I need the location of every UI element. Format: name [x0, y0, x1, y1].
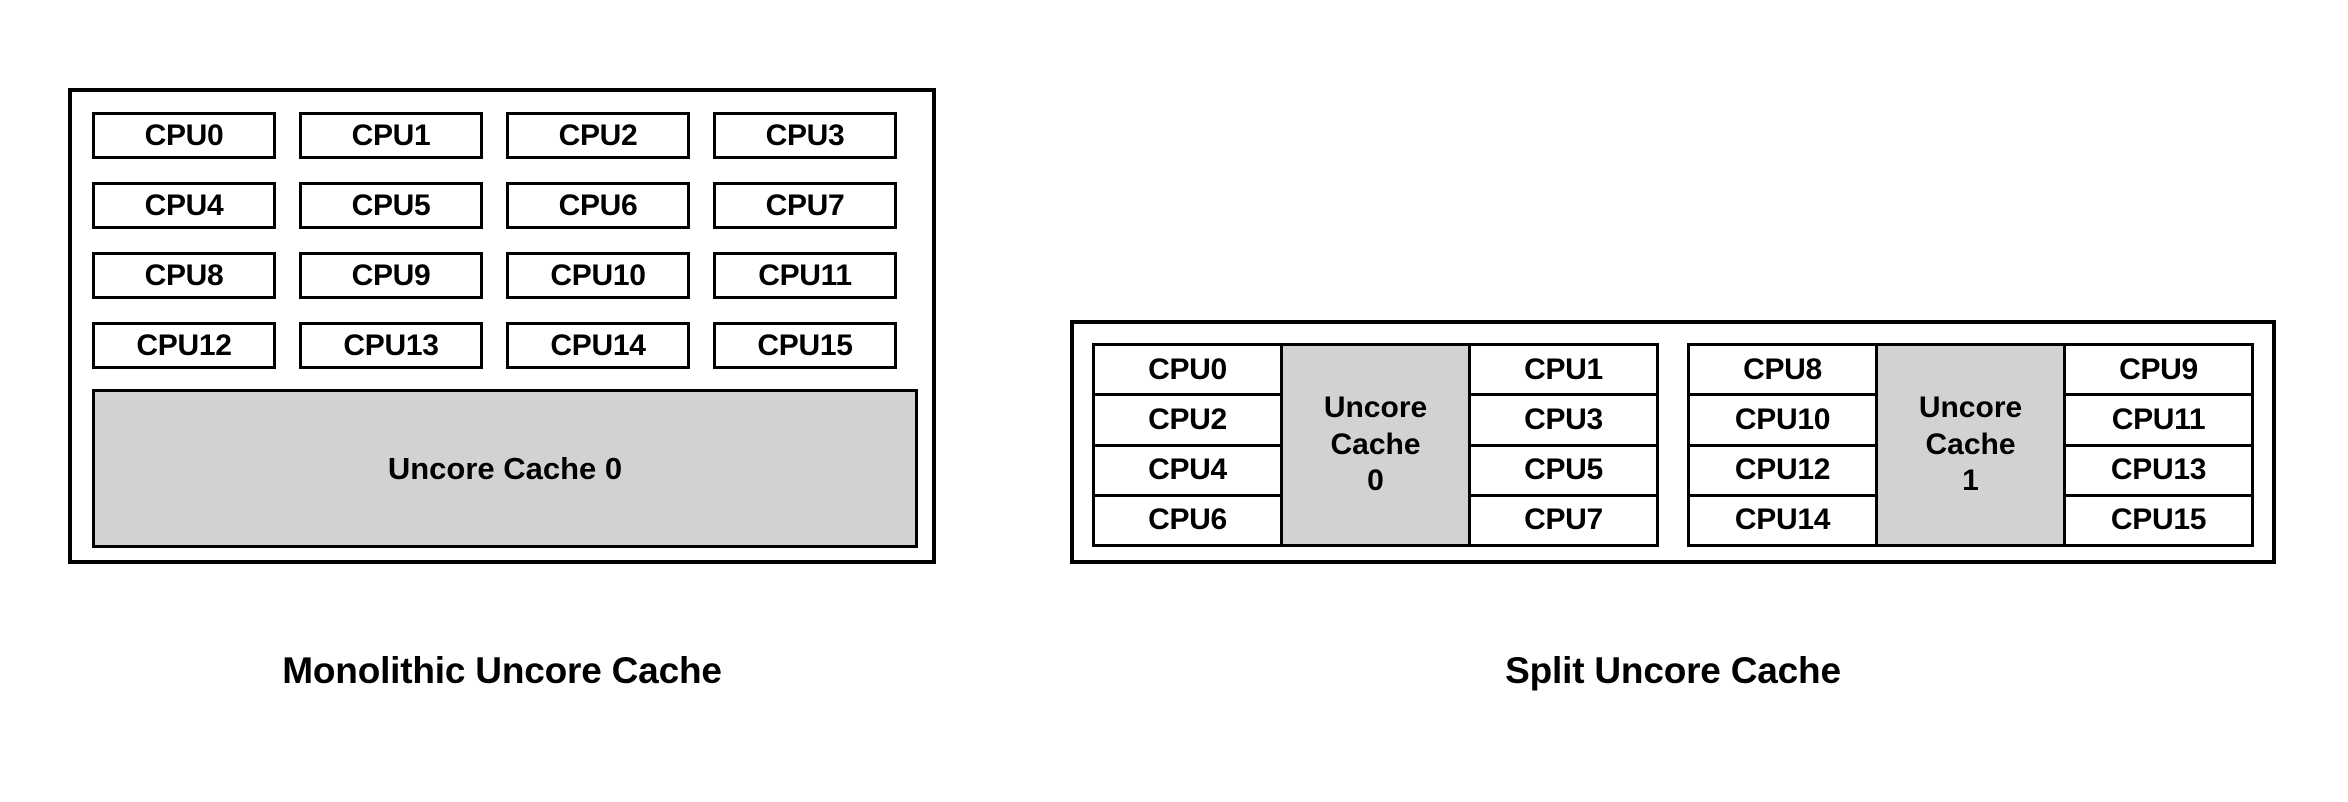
cpu-box: CPU4 — [92, 182, 276, 229]
split-left-column-1: CPU8 CPU10 CPU12 CPU14 — [1687, 343, 1878, 547]
uncore-cache-line-1: Uncore — [1918, 391, 2023, 425]
cpu-box: CPU14 — [506, 322, 690, 369]
uncore-cache-block: Uncore Cache 0 — [1280, 343, 1471, 547]
cpu-box: CPU2 — [1092, 393, 1283, 447]
cpu-box: CPU10 — [1687, 393, 1878, 447]
cpu-box: CPU9 — [2063, 343, 2254, 397]
uncore-cache-line-2: Cache — [1925, 427, 2016, 461]
split-uncore-cache-panel: CPU0 CPU2 CPU4 CPU6 Uncore Cache 0 CPU1 … — [1070, 320, 2276, 564]
cpu-box: CPU6 — [1092, 493, 1283, 547]
cpu-box: CPU13 — [2063, 443, 2254, 497]
cpu-box: CPU7 — [713, 182, 897, 229]
cpu-box: CPU3 — [1468, 393, 1659, 447]
cpu-box: CPU11 — [2063, 393, 2254, 447]
cpu-box: CPU12 — [1687, 443, 1878, 497]
cpu-box: CPU1 — [1468, 343, 1659, 397]
cpu-box: CPU3 — [713, 112, 897, 159]
uncore-cache-line-3: 0 — [1367, 464, 1384, 498]
cpu-box: CPU12 — [92, 322, 276, 369]
uncore-cache-block: Uncore Cache 0 — [92, 389, 918, 548]
split-right-column-0: CPU1 CPU3 CPU5 CPU7 — [1468, 343, 1659, 547]
uncore-cache-line-1: Uncore — [1323, 391, 1428, 425]
cpu-box: CPU13 — [299, 322, 483, 369]
uncore-cache-line-3: 1 — [1962, 464, 1979, 498]
cpu-box: CPU5 — [299, 182, 483, 229]
monolithic-cpu-grid: CPU0 CPU1 CPU2 CPU3 CPU4 CPU5 CPU6 CPU7 … — [92, 112, 918, 369]
split-cache-group-1: CPU8 CPU10 CPU12 CPU14 Uncore Cache 1 CP… — [1687, 343, 2260, 547]
cpu-box: CPU0 — [92, 112, 276, 159]
split-right-column-1: CPU9 CPU11 CPU13 CPU15 — [2063, 343, 2254, 547]
cpu-box: CPU5 — [1468, 443, 1659, 497]
split-left-column-0: CPU0 CPU2 CPU4 CPU6 — [1092, 343, 1283, 547]
cpu-box: CPU2 — [506, 112, 690, 159]
cpu-box: CPU14 — [1687, 493, 1878, 547]
cpu-box: CPU15 — [713, 322, 897, 369]
cpu-box: CPU0 — [1092, 343, 1283, 397]
uncore-cache-block: Uncore Cache 1 — [1875, 343, 2066, 547]
monolithic-uncore-cache-panel: CPU0 CPU1 CPU2 CPU3 CPU4 CPU5 CPU6 CPU7 … — [68, 88, 936, 564]
cpu-box: CPU6 — [506, 182, 690, 229]
uncore-cache-line-2: Cache — [1330, 427, 1421, 461]
split-cache-group-0: CPU0 CPU2 CPU4 CPU6 Uncore Cache 0 CPU1 … — [1092, 343, 1665, 547]
cpu-box: CPU7 — [1468, 493, 1659, 547]
cpu-box: CPU1 — [299, 112, 483, 159]
cpu-box: CPU8 — [92, 252, 276, 299]
cpu-box: CPU4 — [1092, 443, 1283, 497]
cpu-box: CPU10 — [506, 252, 690, 299]
cpu-box: CPU8 — [1687, 343, 1878, 397]
split-caption: Split Uncore Cache — [1505, 650, 1841, 691]
cpu-box: CPU15 — [2063, 493, 2254, 547]
cpu-box: CPU11 — [713, 252, 897, 299]
monolithic-caption: Monolithic Uncore Cache — [282, 650, 722, 691]
cpu-box: CPU9 — [299, 252, 483, 299]
